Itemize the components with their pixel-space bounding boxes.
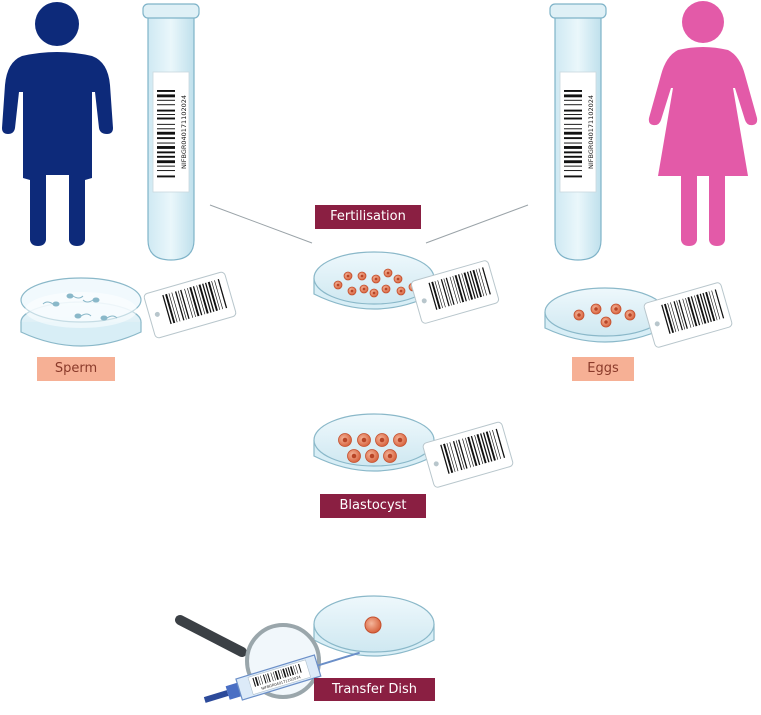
fertilisation-label: Fertilisation: [315, 205, 421, 229]
blastocyst-dish-barcode-tag: [422, 421, 514, 488]
tube-barcode-text: NIFBGR040171102024: [587, 95, 595, 169]
sperm-icon: [42, 293, 118, 321]
connector-line: [209, 204, 313, 244]
embryo-cell: [364, 616, 382, 634]
sperm-dish-barcode-tag: [143, 271, 237, 339]
sperm-dish: [20, 277, 142, 347]
female-icon: [648, 1, 758, 246]
blastocyst-dish: [313, 413, 435, 472]
cell-group: [573, 303, 636, 328]
cell-group: [333, 268, 418, 298]
barcode: [157, 90, 175, 178]
barcode: [564, 90, 582, 178]
fertilisation-dish-barcode-tag: [410, 260, 500, 324]
eggs-test-tube: NIFBGR040171102024: [549, 3, 607, 261]
blastocyst-label: Blastocyst: [320, 494, 426, 518]
transfer-dish: [313, 595, 435, 657]
transfer-dish-label: Transfer Dish: [314, 678, 435, 701]
sperm-test-tube: NIFBGR040171102024: [142, 3, 200, 261]
eggs-label: Eggs: [572, 357, 634, 381]
cell-group: [338, 433, 407, 463]
eggs-dish-barcode-tag: [643, 282, 733, 348]
sperm-label: Sperm: [37, 357, 115, 381]
connector-line: [425, 204, 529, 244]
tube-barcode-text: NIFBGR040171102024: [180, 95, 188, 169]
male-icon: [2, 2, 113, 246]
fertilisation-dish: [313, 251, 435, 310]
syringe-icon: NIFBGR040171102024: [203, 651, 360, 703]
